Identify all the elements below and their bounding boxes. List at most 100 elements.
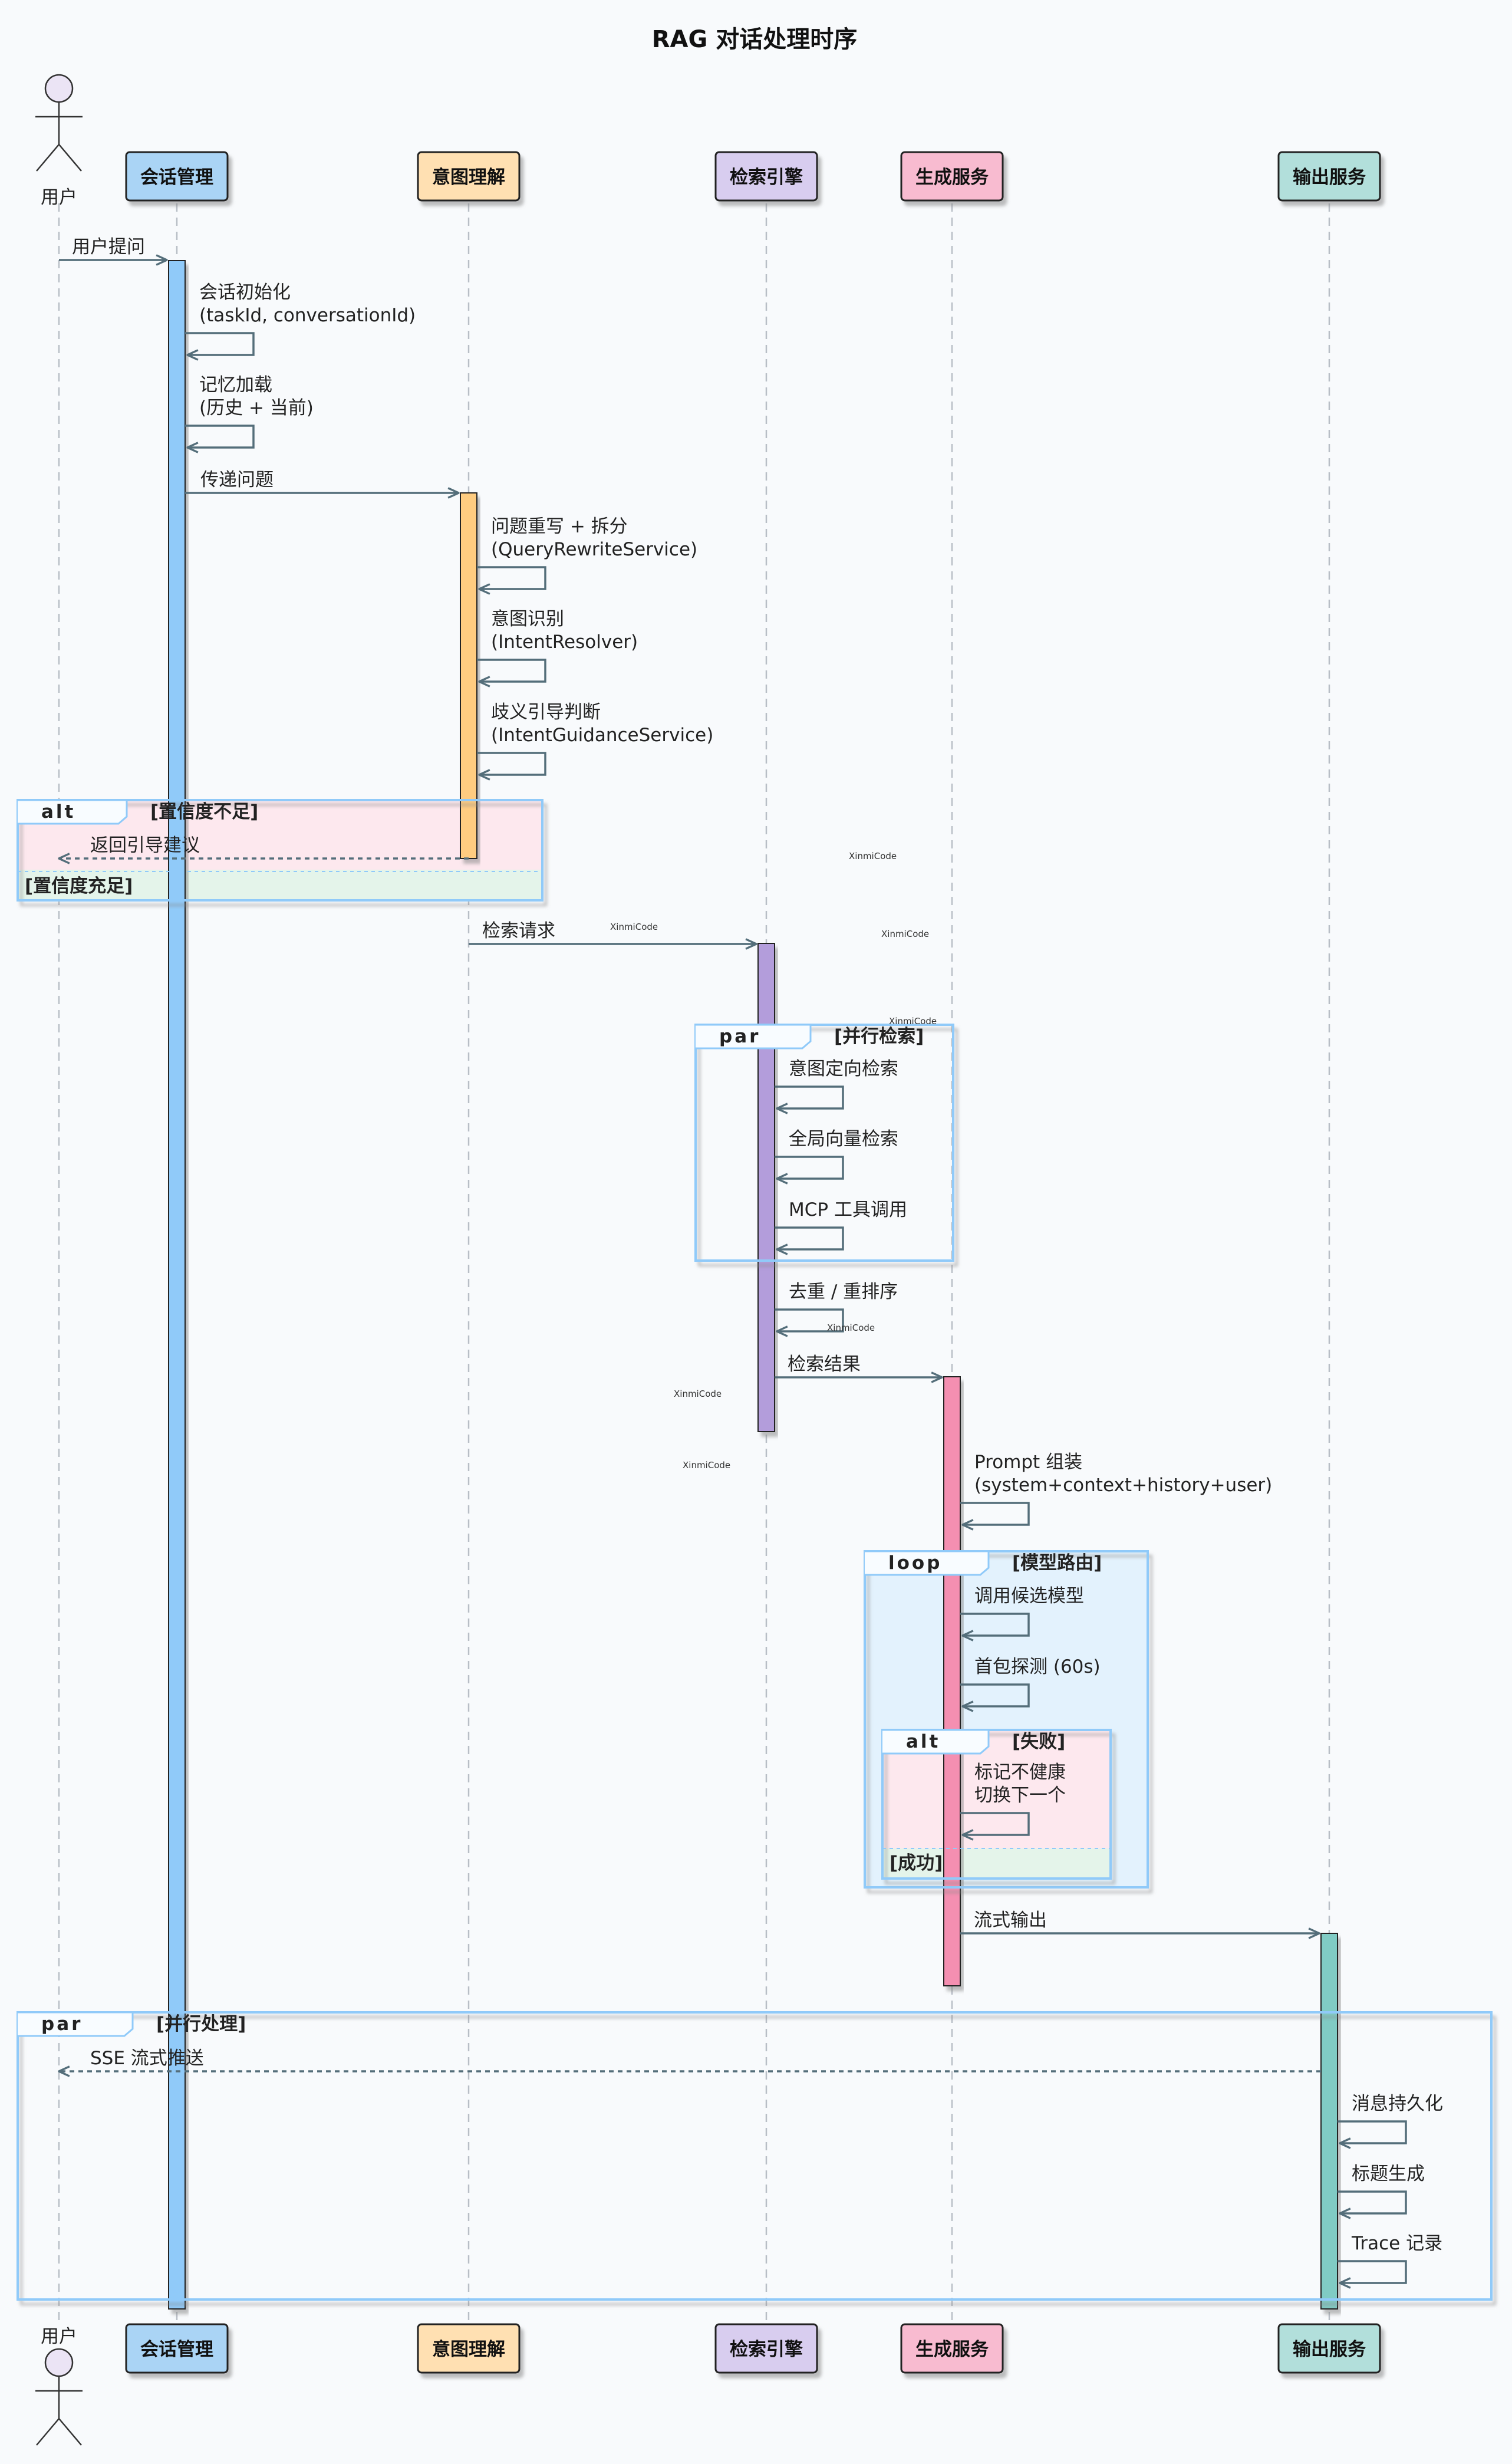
activation-retrieval [757,943,775,1432]
message-arrow [1338,2120,1407,2143]
message-label: 传递问题 [200,469,274,491]
participant-label: 意图理解 [432,2339,505,2360]
message-self: 记忆加载(历史 + 当前) [185,374,314,448]
message-label: 调用候选模型 [974,1585,1084,1607]
fragment-else-guard: [置信度充足] [25,876,133,897]
participant-box [714,151,818,202]
message-label: 记忆加载 [199,374,272,396]
participant-intent: 意图理解 [417,2323,521,2374]
watermarks: XinmiCodeXinmiCodeXinmiCodeXinmiCodeXinm… [610,851,937,1470]
message-label: 用户提问 [72,236,145,258]
fragment-frame [864,1550,1149,1889]
fragment-guard: [并行检索] [834,1026,924,1047]
message-arrow [960,1613,1030,1636]
participant-box [714,2323,818,2374]
message-label: 去重 / 重排序 [789,1281,898,1302]
watermark-text: XinmiCode [849,851,897,861]
message-arrow [477,566,546,589]
message-label: 标记不健康 [974,1762,1066,1783]
participant-label: 输出服务 [1293,2339,1366,2360]
actor-user: 用户 [35,2326,83,2446]
watermark-text: XinmiCode [889,1016,937,1027]
message-call: 检索结果 [775,1354,942,1377]
message-arrow [185,425,255,448]
diagram-title: RAG 对话处理时序 [652,26,858,53]
participant-generation: 生成服务 [900,2323,1004,2374]
message-arrow [477,752,546,775]
participant-label: 意图理解 [432,167,505,188]
fragment-frame [17,2011,1493,2301]
participant-box [125,2323,229,2374]
participant-box [1277,151,1381,202]
fragment-par: par[并行处理] [17,2011,1493,2301]
message-label: 流式输出 [974,1910,1047,1931]
fragment-guard: [并行处理] [156,2014,246,2035]
message-self: 问题重写 + 拆分(QueryRewriteService) [477,516,697,589]
fragment-loop: loop [模型路由] [864,1550,1149,1889]
message-label: 问题重写 + 拆分 [491,516,628,537]
alt-success-region [882,1848,1111,1878]
fragment-keyword: loop [888,1552,942,1574]
participant-box [417,2323,521,2374]
participant-output: 输出服务 [1277,2323,1381,2374]
message-label: (taskId, conversationId) [199,305,416,326]
message-label: 首包探测 (60s) [974,1656,1101,1677]
message-self: Trace 记录 [1338,2233,1442,2283]
message-call: 流式输出 [960,1910,1319,1933]
participant-box [1277,2323,1381,2374]
message-label: Prompt 组装 [974,1452,1082,1473]
message-label: (历史 + 当前) [199,397,314,419]
message-self: 去重 / 重排序 [775,1281,898,1331]
message-self: 全局向量检索 [775,1129,898,1179]
message-label: (IntentGuidanceService) [491,725,713,746]
message-label: 全局向量检索 [789,1129,898,1150]
message-label: 检索结果 [788,1354,861,1375]
fragment-guard: [模型路由] [1012,1552,1102,1574]
message-arrow [775,1085,844,1108]
actor-leg-right [58,144,82,172]
message-self: 首包探测 (60s) [960,1656,1101,1706]
fragment-frame [694,1024,954,1262]
message-call: 检索请求 [469,920,756,944]
message-label: 消息持久化 [1352,2093,1443,2114]
message-return: SSE 流式推送 [59,2048,1321,2071]
fragment-keyword: par [719,1026,760,1047]
participant-intent: 意图理解 [417,151,521,202]
participant-box [125,151,229,202]
message-self: 调用候选模型 [960,1585,1084,1636]
message-label: 意图定向检索 [789,1058,898,1080]
message-arrow [960,1812,1030,1835]
fragment-guard: [失败] [1012,1731,1065,1752]
activation-bars [168,260,1338,2310]
participant-label: 用户 [41,2326,77,2347]
fragment-frames: alt[置信度不足][置信度充足]par[并行检索]loop[模型路由]alt[… [17,799,1493,2301]
actor-leg-left [36,2418,60,2446]
fragment-tab [18,799,128,825]
participant-label: 检索引擎 [730,2339,803,2360]
participant-label: 生成服务 [915,167,989,188]
participants: 用户用户会话管理会话管理意图理解意图理解检索引擎检索引擎生成服务生成服务输出服务… [35,74,1381,2446]
participant-session: 会话管理 [125,151,229,202]
participant-session: 会话管理 [125,2323,229,2374]
message-call: 传递问题 [185,469,459,493]
participant-box [900,2323,1004,2374]
alt-confidence-high-region [18,870,542,899]
message-call: 用户提问 [59,236,167,260]
message-arrow [1338,2190,1407,2213]
message-self: 标题生成 [1338,2163,1425,2213]
fragment-tab [865,1550,990,1576]
participant-generation: 生成服务 [900,151,1004,202]
participant-label: 生成服务 [915,2339,989,2360]
fragment-else-guard: [成功] [890,1853,943,1874]
participant-output: 输出服务 [1277,151,1381,202]
actor-leg-right [58,2418,82,2446]
watermark-text: XinmiCode [683,1460,730,1470]
watermark-text: XinmiCode [881,929,929,939]
message-self: 歧义引导判断(IntentGuidanceService) [477,702,713,775]
activation-intent [460,492,477,859]
message-label: (QueryRewriteService) [491,539,697,560]
message-arrow [185,332,255,355]
watermark-text: XinmiCode [827,1323,875,1333]
